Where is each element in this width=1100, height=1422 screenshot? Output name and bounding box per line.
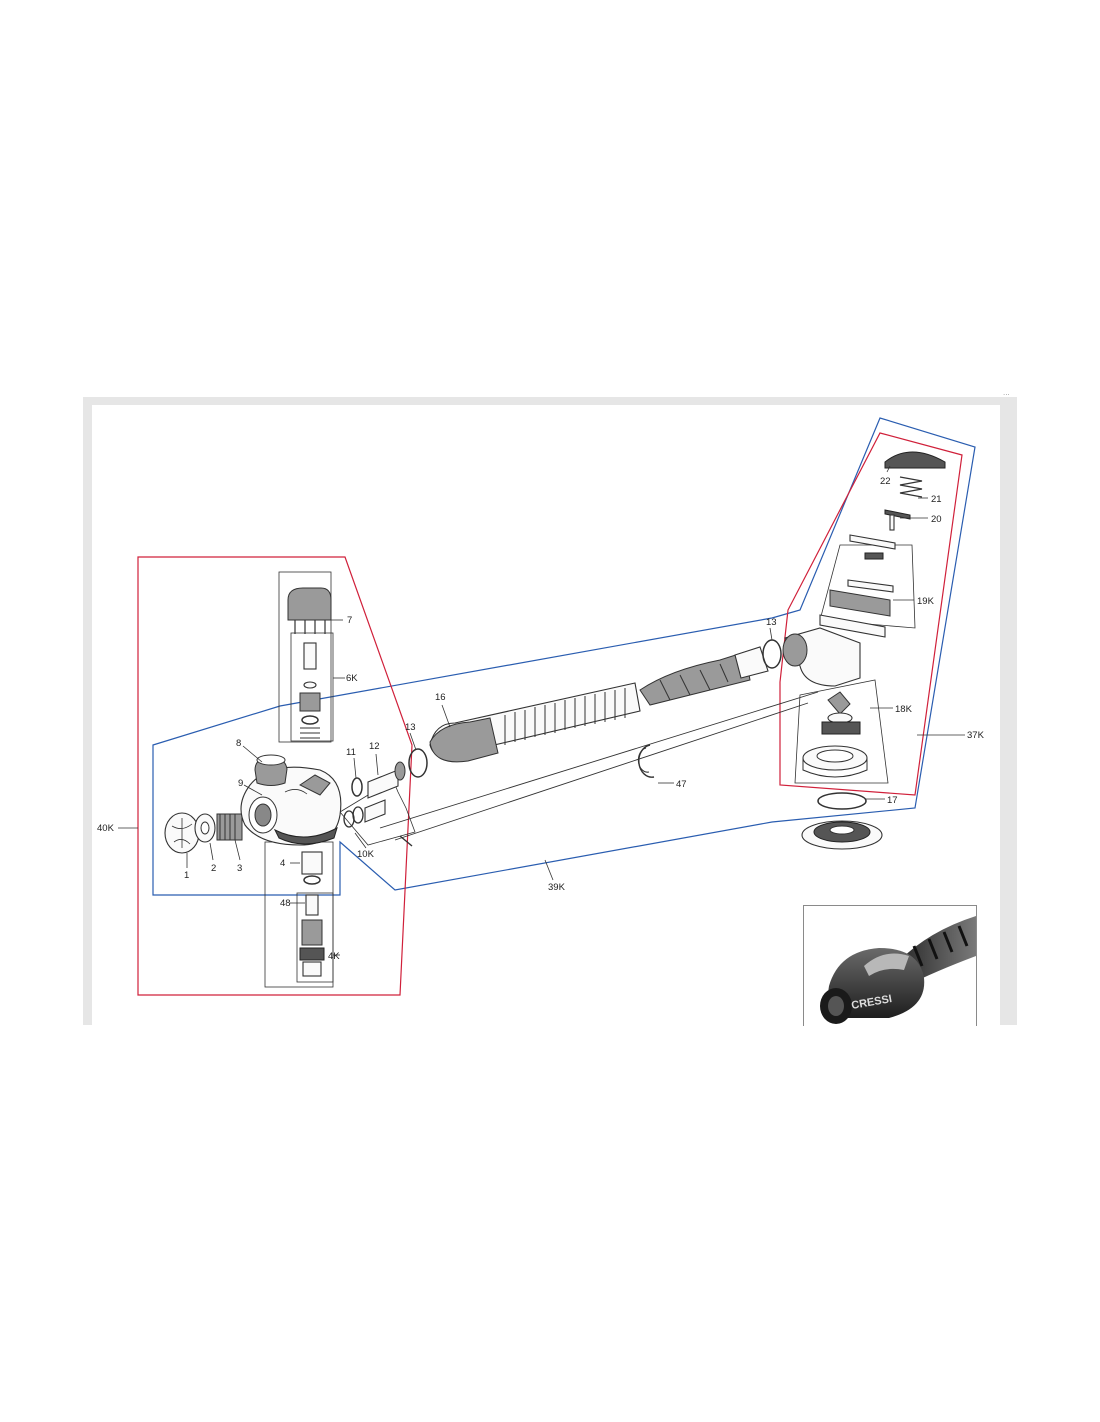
label-37k: 37K [967, 730, 985, 741]
part-19k-assembly [829, 534, 896, 617]
part-7-cap [287, 587, 332, 634]
label-47: 47 [676, 779, 687, 790]
part-22-cap [884, 451, 946, 469]
label-1: 1 [184, 870, 189, 881]
part-3-spring [216, 813, 243, 841]
label-13-left: 13 [405, 722, 416, 733]
group-40k-outline [137, 556, 413, 996]
photo-cover [864, 953, 909, 976]
label-16: 16 [435, 692, 446, 703]
part-9-second-stage-body [240, 766, 342, 846]
part-1-purge-cover [164, 812, 200, 854]
part-8-exhaust-tee [254, 754, 288, 786]
leader-lines [118, 465, 965, 956]
label-3: 3 [237, 863, 242, 874]
part-13-oring-left [408, 748, 428, 778]
part-20-pin [884, 509, 911, 531]
part-4k-valve-stack [299, 851, 325, 977]
group-39k-outline [152, 417, 976, 896]
group-37k-outline [779, 432, 963, 796]
label-19k: 19K [917, 596, 935, 607]
label-18k: 18K [895, 704, 913, 715]
regulator-photo: CRESSI [820, 916, 976, 1024]
label-10k: 10K [357, 849, 375, 860]
part-swivel-elbow [782, 614, 886, 687]
part-21-spring [899, 476, 923, 498]
label-20: 20 [931, 514, 942, 525]
group-4k-inner-box [296, 892, 334, 983]
part-6k-valve-stack [299, 642, 321, 739]
label-4: 4 [280, 858, 285, 869]
label-4k: 4K [328, 951, 340, 962]
group-6k-inner-box [290, 632, 334, 742]
group-6k-box [278, 571, 332, 743]
product-photo-inset: CRESSI [803, 905, 977, 1026]
label-8: 8 [236, 738, 241, 749]
label-13-right: 13 [766, 617, 777, 628]
part-12-connector [367, 761, 406, 799]
label-48: 48 [280, 898, 291, 909]
label-2: 2 [211, 863, 216, 874]
label-22: 22 [880, 476, 891, 487]
part-11-oring [351, 777, 363, 797]
label-17: 17 [887, 795, 898, 806]
part-10k-fitting [343, 799, 386, 828]
page-corner-mark: ... [1003, 388, 1010, 397]
label-11: 11 [346, 747, 356, 758]
part-2-washer [194, 813, 216, 843]
group-18k-box [794, 679, 889, 784]
part-18k-valve [802, 691, 868, 778]
part-base-nut [801, 820, 883, 850]
part-16-hose [429, 646, 769, 763]
part-47-clip [637, 744, 655, 778]
label-6k: 6K [346, 673, 358, 684]
label-39k: 39K [548, 882, 566, 893]
label-9: 9 [238, 778, 243, 789]
part-17-oring [817, 792, 867, 810]
label-40k: 40K [97, 823, 115, 834]
label-7: 7 [347, 615, 352, 626]
label-12: 12 [369, 741, 380, 752]
part-wire-cable [379, 691, 819, 847]
label-21: 21 [931, 494, 942, 505]
